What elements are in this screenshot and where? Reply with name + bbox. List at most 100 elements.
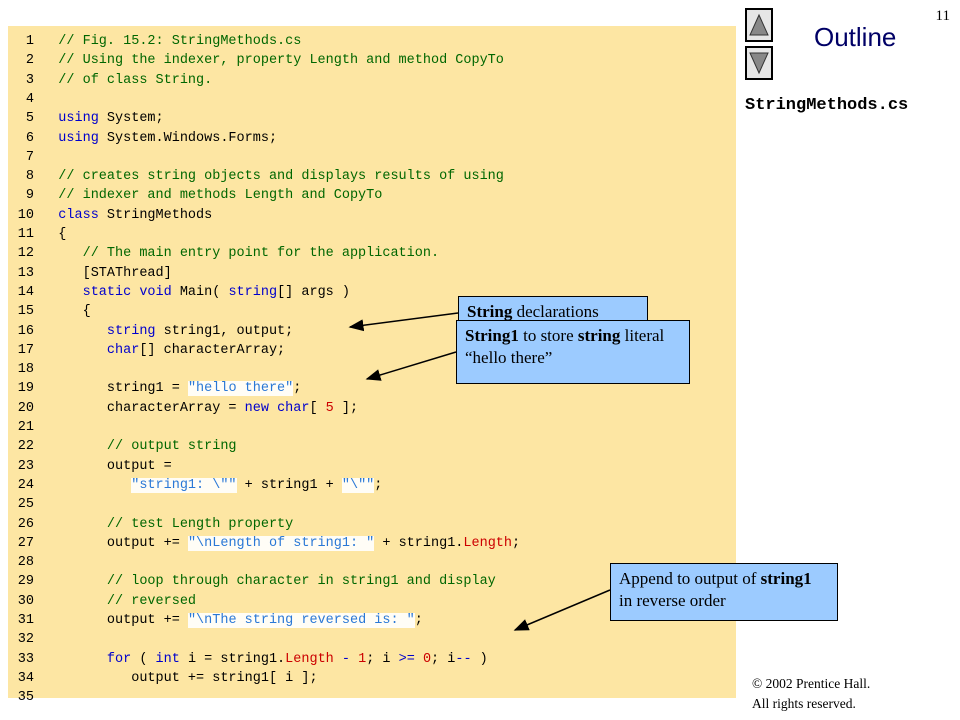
up-triangle-icon <box>749 13 769 36</box>
line-number: 17 <box>17 342 34 358</box>
line-number: 1 <box>25 34 34 49</box>
code-text: // creates string objects and displays r… <box>34 169 504 185</box>
code-text: { <box>34 304 91 320</box>
code-line: 34 output += string1[ i ]; <box>8 669 318 688</box>
code-line: 29 // loop through character in string1 … <box>8 572 496 591</box>
code-line: 8 // creates string objects and displays… <box>8 167 504 186</box>
code-line: 13 [STAThread] <box>8 264 172 283</box>
code-line: 10 class StringMethods <box>8 206 212 225</box>
line-number: 31 <box>17 613 34 628</box>
line-number: 27 <box>17 535 34 551</box>
copyright-notice: © 2002 Prentice Hall. All rights reserve… <box>752 674 870 714</box>
line-number: 34 <box>17 670 34 686</box>
outline-title: Outline <box>814 22 897 52</box>
line-number: 10 <box>17 207 34 223</box>
code-text: "string1: \"" + string1 + "\""; <box>131 477 383 493</box>
code-line: 7 <box>8 148 34 167</box>
code-text: string string1, output; <box>34 323 294 339</box>
line-number: 5 <box>25 111 34 127</box>
code-line: 26 // test Length property <box>8 515 293 534</box>
code-text: // output string <box>34 439 237 455</box>
line-number: 20 <box>17 400 34 416</box>
line-number: 33 <box>17 651 34 667</box>
line-number: 29 <box>17 574 34 590</box>
code-line: 6 using System.Windows.Forms; <box>8 129 277 148</box>
code-line: 18 <box>8 360 34 379</box>
line-number: 8 <box>25 169 34 185</box>
line-number: 23 <box>17 458 34 474</box>
code-line: 16 string string1, output; <box>8 322 293 341</box>
line-number: 35 <box>17 690 34 706</box>
code-text: { <box>34 227 67 242</box>
code-line: 35 <box>8 688 34 707</box>
line-number: 4 <box>25 91 34 107</box>
code-text: // Fig. 15.2: StringMethods.cs <box>34 34 302 49</box>
copyright-line-2: All rights reserved. <box>752 696 856 711</box>
code-line: 23 output = <box>8 457 172 476</box>
line-number: 14 <box>17 284 34 300</box>
code-text: // indexer and methods Length and CopyTo <box>34 188 383 204</box>
code-text: static void Main( string[] args ) <box>34 284 350 300</box>
code-text: using System.Windows.Forms; <box>34 130 278 146</box>
file-name-label: StringMethods.cs <box>745 96 909 115</box>
copyright-line-1: © 2002 Prentice Hall. <box>752 676 871 691</box>
arrow-to-string-literal <box>365 351 457 381</box>
code-line: 4 <box>8 90 34 109</box>
code-line: 27 output += "\nLength of string1: " + s… <box>8 534 520 553</box>
line-number: 15 <box>17 304 34 320</box>
code-line: 21 <box>8 418 34 437</box>
code-text: // loop through character in string1 and… <box>34 574 496 590</box>
code-line: 15 { <box>8 302 91 321</box>
next-slide-button[interactable] <box>745 46 773 80</box>
code-line: 32 <box>8 630 34 649</box>
code-line: 9 // indexer and methods Length and Copy… <box>8 186 382 205</box>
line-number: 26 <box>17 516 34 532</box>
code-text: // test Length property <box>34 516 294 532</box>
code-line: 1 // Fig. 15.2: StringMethods.cs <box>8 32 301 51</box>
line-number: 25 <box>17 497 34 513</box>
page-number: 11 <box>935 8 950 24</box>
code-text: // of class String. <box>34 72 213 88</box>
code-line: 2 // Using the indexer, property Length … <box>8 51 504 70</box>
line-number: 16 <box>17 323 34 339</box>
code-line: 33 for ( int i = string1.Length - 1; i >… <box>8 650 488 669</box>
code-text: output += "\nLength of string1: " + stri… <box>34 535 521 551</box>
code-line: 11 { <box>8 225 67 244</box>
code-text: char[] characterArray; <box>34 342 286 358</box>
line-number: 22 <box>17 439 34 455</box>
code-text: // reversed <box>34 593 197 609</box>
line-number: 13 <box>17 265 34 281</box>
previous-slide-button[interactable] <box>745 8 773 42</box>
line-number: 6 <box>25 130 34 146</box>
line-number: 11 <box>17 227 34 242</box>
code-line: 5 using System; <box>8 109 164 128</box>
code-line: 25 <box>8 495 34 514</box>
code-line: 30 // reversed <box>8 592 196 611</box>
code-line: 19 string1 = "hello there"; <box>8 379 301 398</box>
arrow-to-declarations <box>348 312 459 332</box>
line-number: 19 <box>17 381 34 397</box>
line-number: 21 <box>17 420 34 435</box>
code-line: 3 // of class String. <box>8 71 212 90</box>
line-number: 28 <box>17 555 34 571</box>
callout-string1-literal: String1 to store string literal “hello t… <box>456 320 690 384</box>
line-number: 9 <box>25 188 34 204</box>
code-text: // Using the indexer, property Length an… <box>34 53 504 69</box>
code-line: 24 "string1: \"" + string1 + "\""; <box>8 476 382 495</box>
line-number: 12 <box>17 246 34 262</box>
code-text: output = <box>34 458 172 474</box>
code-line: 20 characterArray = new char[ 5 ]; <box>8 399 358 418</box>
down-triangle-icon <box>749 52 769 75</box>
line-number: 18 <box>17 362 34 378</box>
code-line: 14 static void Main( string[] args ) <box>8 283 350 302</box>
line-number: 3 <box>25 72 34 88</box>
line-number: 30 <box>17 593 34 609</box>
code-line: 31 output += "\nThe string reversed is: … <box>8 611 423 630</box>
code-line: 28 <box>8 553 34 572</box>
line-number: 24 <box>17 477 34 493</box>
code-line: 12 // The main entry point for the appli… <box>8 244 439 263</box>
code-text: // The main entry point for the applicat… <box>34 246 440 262</box>
line-number: 2 <box>25 53 34 69</box>
code-line: 22 // output string <box>8 437 237 456</box>
